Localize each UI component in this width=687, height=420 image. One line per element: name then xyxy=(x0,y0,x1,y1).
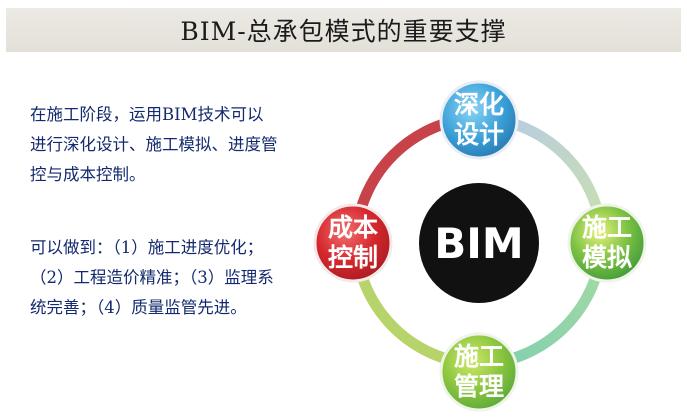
node-right xyxy=(567,203,647,283)
center-label: BIM xyxy=(434,219,523,268)
node-left-line1: 成本 xyxy=(328,213,378,242)
page-title: BIM-总承包模式的重要支撑 xyxy=(180,17,507,46)
node-bottom xyxy=(439,332,519,412)
node-top-line2: 设计 xyxy=(454,120,504,149)
benefits-paragraph: 可以做到：（1）施工进度优化；（2）工程造价精准；（3）监理系统完善；（4）质量… xyxy=(30,238,274,317)
node-bottom-line1: 施工 xyxy=(454,342,504,371)
node-top-line1: 深化 xyxy=(454,90,504,119)
description-paragraph: 在施工阶段，运用BIM技术可以进行深化设计、施工模拟、进度管控与成本控制。 xyxy=(30,105,278,184)
node-left xyxy=(313,203,393,283)
node-top xyxy=(439,80,519,160)
node-right-line2: 模拟 xyxy=(582,243,632,272)
node-right-line1: 施工 xyxy=(582,213,632,242)
node-bottom-line2: 管理 xyxy=(454,372,504,401)
center-circle xyxy=(419,183,539,303)
node-left-line2: 控制 xyxy=(328,243,378,272)
title-bar: BIM-总承包模式的重要支撑 xyxy=(6,8,681,52)
